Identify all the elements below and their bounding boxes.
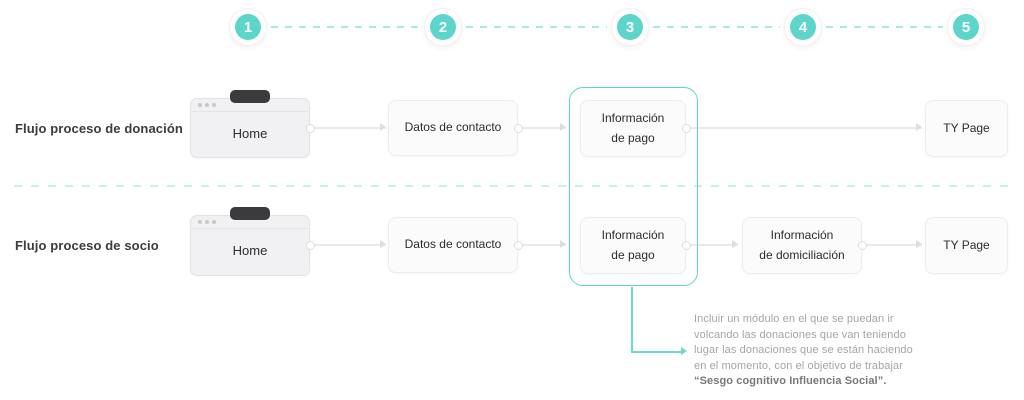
browser-titlebar bbox=[191, 216, 309, 229]
connector-arrowhead-icon bbox=[916, 240, 922, 248]
browser-tab-icon bbox=[230, 207, 270, 220]
node-label-contact: Datos de contacto bbox=[404, 237, 502, 252]
window-dot-icon bbox=[205, 220, 209, 224]
step-number-3: 3 bbox=[617, 14, 643, 40]
node-label-typage: TY Page bbox=[943, 120, 990, 135]
connector bbox=[514, 123, 566, 133]
note-line: volcando las donaciones que van teniendo bbox=[694, 328, 906, 341]
connector-start-dot bbox=[682, 123, 691, 133]
step-number-4: 4 bbox=[790, 14, 816, 40]
connector bbox=[858, 240, 922, 250]
node-home-socio: Home bbox=[190, 207, 310, 276]
connector bbox=[682, 240, 738, 250]
connector-arrowhead-icon bbox=[560, 240, 566, 248]
connector-arrowhead-icon bbox=[560, 123, 566, 131]
node-label-payment: Información de pago bbox=[601, 111, 665, 145]
window-dot-icon bbox=[205, 103, 209, 107]
note-connector-vertical-line bbox=[631, 287, 633, 352]
stepper-dash-line bbox=[826, 26, 943, 28]
node-label-payment: Información de pago bbox=[601, 228, 665, 262]
connector-start-dot bbox=[306, 123, 315, 133]
node-contact-socio: Datos de contacto bbox=[388, 217, 518, 273]
connector bbox=[514, 240, 566, 250]
connector bbox=[306, 240, 386, 250]
window-dot-icon bbox=[212, 103, 216, 107]
connector-arrowhead-icon bbox=[380, 123, 386, 131]
window-dot-icon bbox=[198, 220, 202, 224]
step-circle-3: 3 bbox=[611, 8, 649, 46]
node-home-donacion: Home bbox=[190, 90, 310, 158]
browser-titlebar bbox=[191, 99, 309, 112]
connector-start-dot bbox=[514, 240, 523, 250]
note-arrowhead-icon bbox=[681, 347, 687, 355]
window-dot-icon bbox=[198, 103, 202, 107]
connector-start-dot bbox=[514, 123, 523, 133]
note-line-bold: “Sesgo cognitivo Influencia Social”. bbox=[694, 375, 887, 387]
node-payment-donacion: Información de pago bbox=[580, 100, 686, 157]
connector-start-dot bbox=[306, 240, 315, 250]
step-circle-1: 1 bbox=[229, 8, 267, 46]
note-line: lugar las donaciones que se están hacien… bbox=[694, 344, 913, 356]
connector-start-dot bbox=[682, 240, 691, 250]
row-label-donacion: Flujo proceso de donación bbox=[15, 121, 183, 136]
connector bbox=[306, 123, 386, 133]
connector-start-dot bbox=[858, 240, 867, 250]
node-label-typage: TY Page bbox=[943, 237, 990, 252]
node-label-domiciliation: Información de domiciliación bbox=[759, 228, 845, 262]
node-typage-donacion: TY Page bbox=[925, 100, 1008, 157]
note-line: en el momento, con el objetivo de trabaj… bbox=[694, 359, 904, 372]
stepper-dash-line bbox=[653, 26, 780, 28]
step-number-5: 5 bbox=[953, 14, 979, 40]
connector-arrowhead-icon bbox=[732, 240, 738, 248]
note-line: Incluir un módulo en el que se puedan ir bbox=[694, 313, 894, 325]
connector-arrowhead-icon bbox=[916, 123, 922, 131]
annotation-note: Incluir un módulo en el que se puedan ir… bbox=[694, 312, 913, 390]
step-circle-5: 5 bbox=[947, 8, 985, 46]
node-typage-socio: TY Page bbox=[925, 217, 1008, 274]
row-label-socio: Flujo proceso de socio bbox=[15, 238, 159, 253]
stepper-dash-line bbox=[466, 26, 607, 28]
connector bbox=[682, 123, 922, 133]
node-label-home: Home bbox=[232, 243, 268, 258]
connector-arrowhead-icon bbox=[380, 240, 386, 248]
node-contact-donacion: Datos de contacto bbox=[388, 100, 518, 156]
step-number-2: 2 bbox=[430, 14, 456, 40]
node-payment-socio: Información de pago bbox=[580, 217, 686, 274]
browser-tab-icon bbox=[230, 90, 270, 103]
row-separator-dashed-line bbox=[14, 185, 1010, 187]
node-domiciliation-socio: Información de domiciliación bbox=[742, 217, 862, 274]
window-dot-icon bbox=[212, 220, 216, 224]
node-label-home: Home bbox=[232, 125, 268, 141]
step-circle-2: 2 bbox=[424, 8, 462, 46]
note-connector-horizontal-line bbox=[631, 351, 681, 353]
step-circle-4: 4 bbox=[784, 8, 822, 46]
step-number-1: 1 bbox=[235, 14, 261, 40]
node-label-contact: Datos de contacto bbox=[404, 120, 502, 135]
stepper-dash-line bbox=[271, 26, 420, 28]
